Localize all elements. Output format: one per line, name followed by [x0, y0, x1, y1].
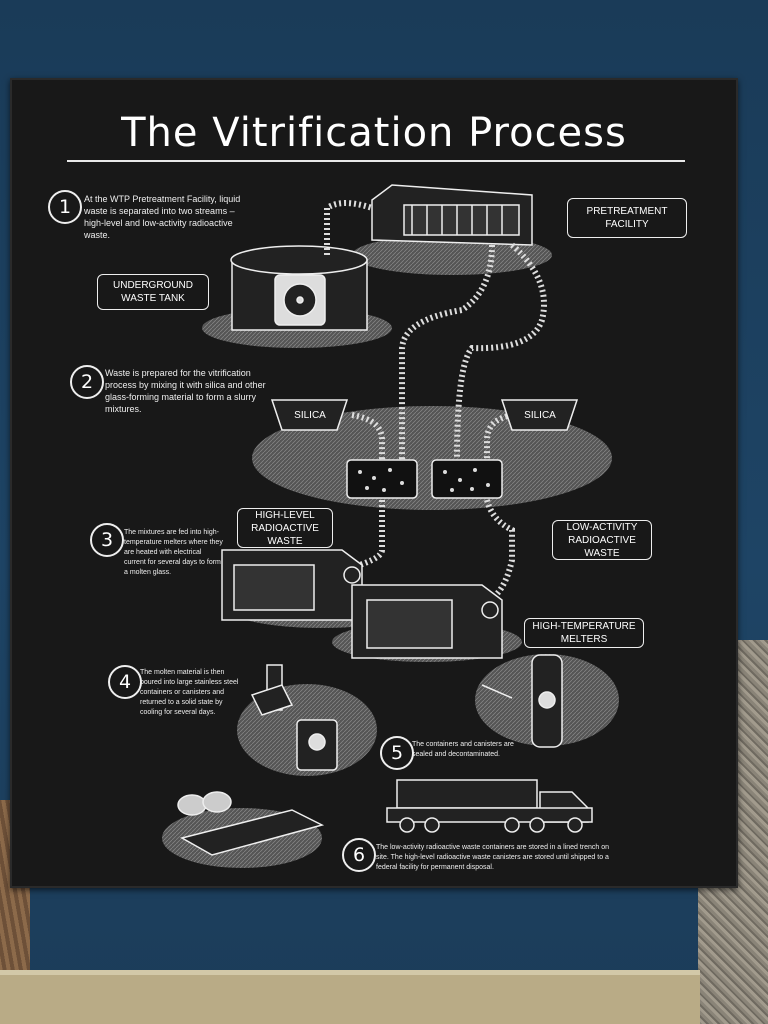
pour-container — [250, 664, 338, 771]
label-high-level-waste: HIGH-LEVEL RADIOACTIVE WASTE — [237, 508, 333, 548]
truck — [386, 779, 593, 833]
label-underground-waste-tank: UNDERGROUND WASTE TANK — [97, 274, 209, 310]
canister — [481, 654, 563, 748]
pretreatment-building — [371, 184, 533, 246]
poster: The Vitrification Process — [10, 78, 738, 888]
step-1-number: 1 — [48, 190, 82, 224]
label-silica-right: SILICA — [524, 410, 556, 421]
pipes — [324, 200, 547, 608]
title-rule — [67, 160, 685, 162]
ground-mixing — [252, 406, 612, 510]
step-3-number: 3 — [90, 523, 124, 557]
label-pretreatment-facility: PRETREATMENT FACILITY — [567, 198, 687, 238]
step-6-number: 6 — [342, 838, 376, 872]
illustrations — [162, 184, 619, 868]
step-5-number: 5 — [380, 736, 414, 770]
label-silica-left: SILICA — [294, 410, 326, 421]
step-6-text: The low-activity radioactive waste conta… — [376, 844, 610, 871]
silica-bins — [270, 399, 579, 431]
mixing-vats — [346, 459, 503, 499]
melter-left — [221, 549, 363, 621]
underground-tank — [230, 245, 368, 331]
step-3-text: The mixtures are fed into high-temperatu… — [124, 529, 223, 576]
step-2-number: 2 — [70, 365, 104, 399]
ground-pretreatment — [352, 235, 552, 275]
floor — [0, 975, 700, 1024]
poster-title: The Vitrification Process — [121, 110, 627, 156]
step-4-number: 4 — [108, 665, 142, 699]
baseboard — [0, 970, 700, 978]
melter-right — [351, 584, 503, 659]
step-5-text: The containers and canisters are sealed … — [412, 741, 514, 758]
label-low-activity-waste: LOW-ACTIVITY RADIOACTIVE WASTE — [552, 520, 652, 560]
label-high-temperature-melters: HIGH-TEMPERATURE MELTERS — [524, 618, 644, 648]
step-1-text: At the WTP Pretreatment Facility, liquid… — [84, 194, 241, 240]
step-2-text: Waste is prepared for the vitrification … — [105, 368, 266, 414]
step-4-text: The molten material is then poured into … — [140, 669, 239, 716]
trench — [177, 791, 325, 856]
